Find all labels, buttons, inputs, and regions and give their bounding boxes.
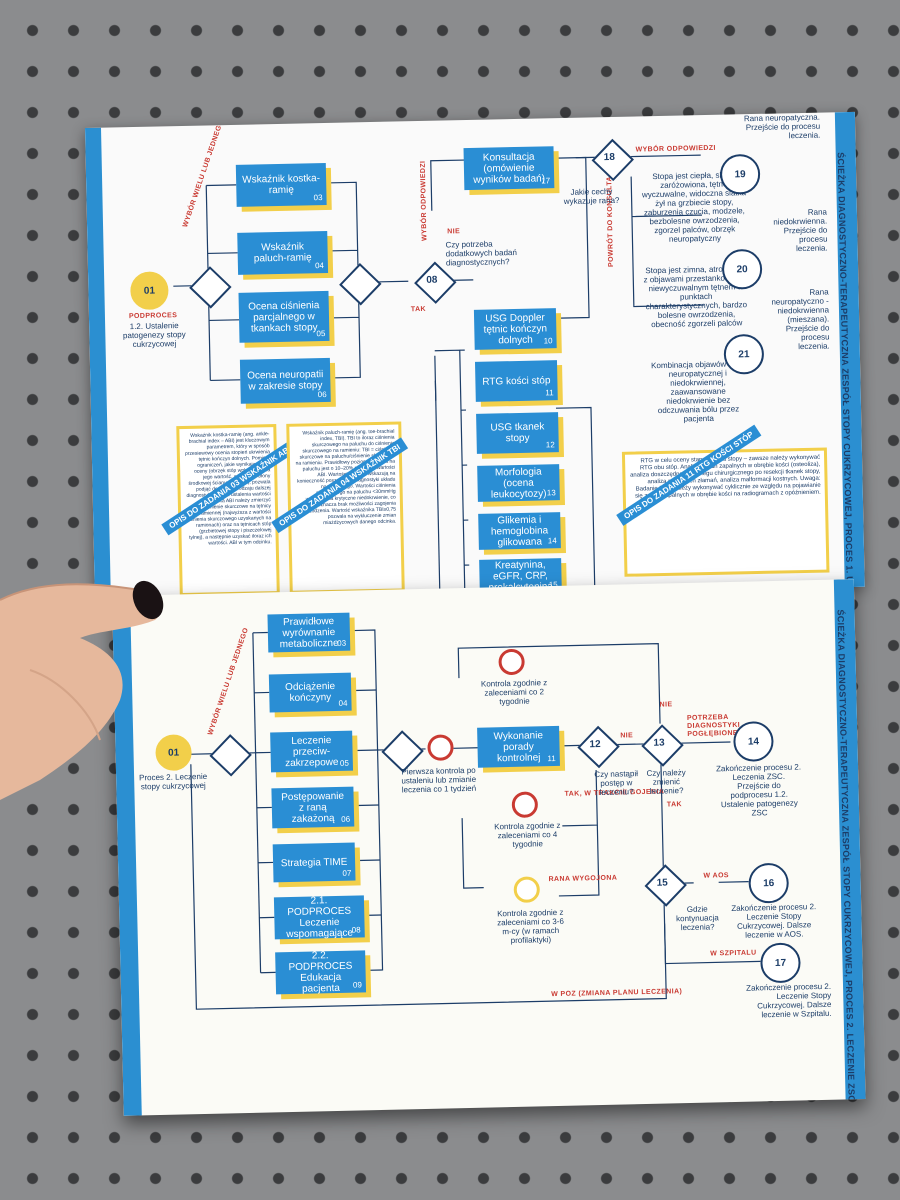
- task-box-text: 2.1. PODPROCES Leczenie wspomagające: [286, 895, 354, 941]
- task-box-text: USG Doppler tętnic kończyn dolnych: [483, 311, 548, 346]
- task-box-text: Wskaźnik kostka-ramię: [242, 173, 321, 197]
- task-box-text: RTG kości stóp: [482, 374, 551, 388]
- black-nail-polish: [132, 580, 164, 620]
- bottom-flow-lines: [187, 629, 761, 1010]
- task-box-num: 13: [546, 488, 556, 498]
- control-2-weeks-text: Kontrola zgodnie z zaleceniami co 2 tygo…: [480, 678, 548, 707]
- task-box-text: Postępowanie z raną zakażoną: [281, 790, 345, 825]
- decision-15-question: Gdzie kontynuacja leczenia?: [676, 904, 719, 933]
- decision-08-num: 08: [426, 274, 438, 286]
- top-right-note: Rana neuropatyczna. Przejście do procesu…: [743, 112, 821, 141]
- task-box-text: Prawidłowe wyrównanie metaboliczne: [279, 615, 339, 650]
- decision-13-question: Czy należy zmienić leczenie?: [646, 768, 686, 796]
- task-box-num: 11: [545, 388, 554, 398]
- end-num: 14: [747, 735, 760, 748]
- task-box-13: Morfologia (ocena leukocytozy)13: [477, 464, 560, 502]
- label-nie-13: NIE: [659, 701, 673, 709]
- end-num: 21: [738, 348, 750, 360]
- end-14-text: Zakończenie procesu 2. Leczenia ZSC. Prz…: [716, 762, 802, 818]
- task-box-num: 09: [352, 980, 362, 990]
- task-box-num: 04: [338, 698, 348, 708]
- label-tak: TAK: [410, 305, 427, 314]
- task-box-text: Wykonanie porady kontrolnej: [493, 729, 544, 764]
- first-control-text: Pierwsza kontrola po ustaleniu lub zmian…: [401, 765, 477, 795]
- decision-18-question: Jakie cechy wykazuje rana?: [563, 186, 620, 206]
- end-17-text: Zakończenie procesu 2. Leczenie Stopy Cu…: [746, 981, 832, 1020]
- task-box-num: 06: [317, 389, 327, 400]
- task-box-text: USG tkanek stopy: [490, 421, 545, 445]
- task-box-text: Leczenie przeciw-zakrzepowe: [285, 734, 339, 769]
- end-20-text: Rana neuropatyczno -niedokrwienna (miesz…: [771, 287, 830, 352]
- decision-15-num: 15: [656, 877, 668, 889]
- task-box-text: Konsultacja (omówienie wyników badań): [473, 151, 546, 186]
- task-box-num: 10: [543, 336, 553, 346]
- hand-holding-booklet: [0, 580, 164, 800]
- decision-18-num: 18: [603, 151, 615, 164]
- task-box-text: Odciążenie kończyny: [284, 680, 336, 704]
- decision-12-num: 12: [589, 738, 601, 751]
- task-box-text: Morfologia (ocena leukocytozy): [490, 466, 547, 501]
- task-box-text: Ocena ciśnienia parcjalnego w tkankach s…: [248, 299, 320, 335]
- task-box-num: 06: [341, 814, 351, 824]
- label-nie: NIE: [447, 228, 461, 236]
- start-num: 01: [143, 285, 156, 297]
- end-16-text: Zakończenie procesu 2. Leczenie Stopy Cu…: [731, 902, 817, 940]
- label-nie-12: NIE: [620, 732, 634, 740]
- label-tak-13: TAK: [666, 801, 683, 809]
- end-19-text: Rana niedokrwienna. Przejście do procesu…: [773, 207, 828, 254]
- label-w-szpitalu: W SZPITALU: [710, 949, 757, 958]
- start-subprocess-label: PODPROCES: [128, 312, 178, 321]
- decision-13-num: 13: [653, 737, 665, 749]
- label-w-aos: W AOS: [703, 872, 730, 880]
- task-box-text: Wskaźnik paluch-ramię: [253, 241, 312, 265]
- task-box-text: Ocena neuropatii w zakresie stopy: [247, 369, 324, 393]
- task-box-text: Glikemia i hemoglobina glikowana: [490, 514, 549, 548]
- task-box-num: 17: [541, 176, 551, 186]
- task-box-num: 08: [351, 925, 361, 935]
- control-3-6-months-text: Kontrola zgodnie z zaleceniami co 3-6 m-…: [497, 907, 564, 946]
- end-num: 17: [774, 957, 787, 969]
- task-box-05: Ocena ciśnienia parcjalnego w tkankach s…: [238, 290, 330, 343]
- control-4-weeks-text: Kontrola zgodnie z zaleceniami co 4 tygo…: [494, 820, 561, 849]
- desc-box-11: OPIS DO ZADANIA 11 RTG KOŚCI STÓP RTG w …: [616, 424, 830, 577]
- top-page: ŚCIEŻKA DIAGNOSTYCZNO-TERAPEUTYCZNA ZESP…: [85, 111, 865, 603]
- bottom-page: ŚCIEŻKA DIAGNOSTYCZNO-TERAPEUTYCZNA ZESP…: [112, 579, 866, 1116]
- task-box-num: 05: [316, 329, 326, 339]
- desc-box-04: OPIS DO ZADANIA 04 WSKAŹNIK TBI Wskaźnik…: [271, 421, 408, 594]
- task-box-num: 03: [337, 638, 347, 648]
- decision-08-question: Czy potrzeba dodatkowych badań diagnosty…: [445, 239, 517, 268]
- end-num: 16: [762, 877, 775, 889]
- end-num: 20: [736, 263, 748, 275]
- task-box-num: 07: [342, 868, 352, 878]
- task-box-num: 11: [547, 753, 556, 764]
- task-box-num: 05: [339, 758, 349, 768]
- task-box-num: 14: [547, 536, 557, 546]
- task-box-num: 12: [545, 440, 555, 450]
- start-label: 1.2. Ustalenie patogenezy stopy cukrzyco…: [122, 321, 186, 350]
- task-box-17-consultation: Konsultacja (omówienie wyników badań)17: [463, 146, 555, 191]
- end-num: 19: [734, 168, 746, 180]
- task-box-num: 03: [313, 193, 323, 203]
- task-box-text: 2.2. PODPROCES Edukacja pacjenta: [288, 950, 353, 995]
- task-box-text: Strategia TIME: [280, 856, 348, 869]
- task-box-num: 04: [314, 261, 325, 271]
